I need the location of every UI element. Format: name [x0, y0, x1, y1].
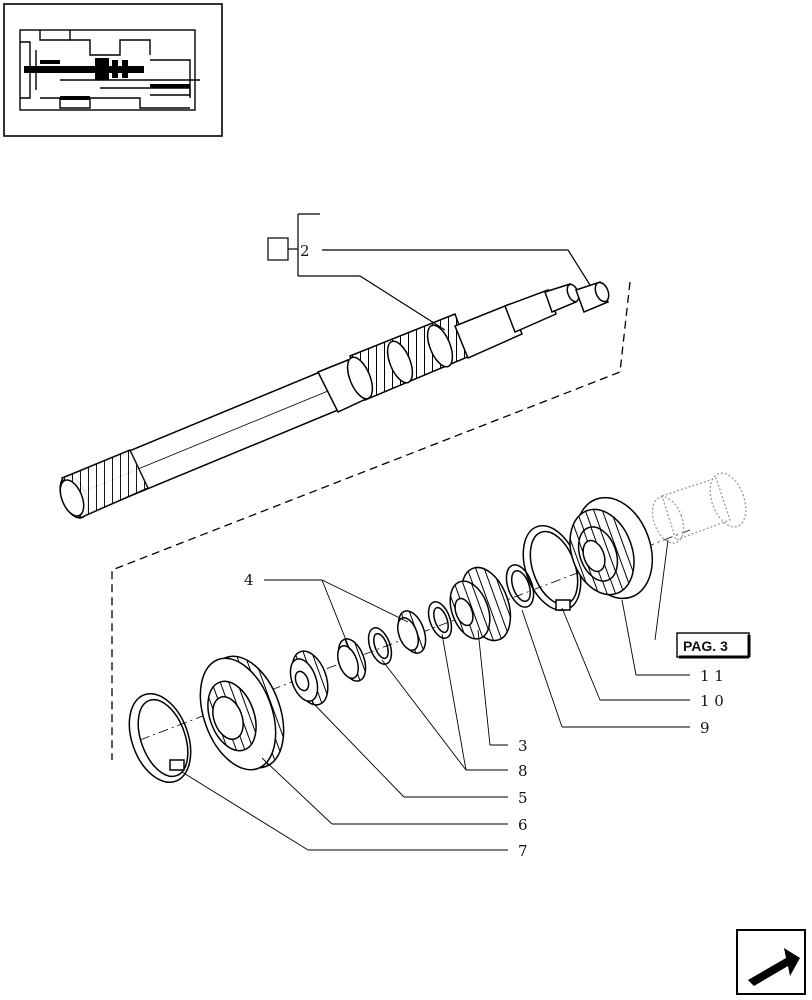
needle-bearing-4a [336, 638, 367, 682]
callout-10: 1 0 [700, 692, 724, 710]
gear-6 [199, 655, 285, 771]
group-bracket [267, 213, 591, 331]
needle-bearing-4b [396, 610, 427, 654]
washer-8b [427, 601, 453, 639]
callout-2: 2 [300, 242, 310, 260]
page-reference-text: PAG. 3 [683, 638, 728, 654]
gear-5 [289, 650, 329, 706]
callout-4: 4 [244, 571, 254, 589]
next-page-button[interactable] [736, 929, 806, 995]
callout-9: 9 [700, 719, 710, 737]
dashed-assembly-frame [111, 281, 631, 760]
washer-9 [505, 564, 535, 608]
reference-part-ghost [651, 472, 747, 544]
callout-7: 7 [518, 842, 528, 860]
leader-lines [181, 539, 690, 851]
gear-3 [449, 566, 512, 642]
snap-ring-7 [128, 692, 192, 784]
main-shaft [59, 283, 580, 519]
callout-5: 5 [518, 789, 528, 807]
page-reference-link[interactable]: PAG. 3 [676, 632, 751, 659]
synchronizer-11 [569, 496, 653, 600]
callout-11: 1 1 [700, 667, 724, 685]
next-page-arrow-icon [747, 948, 800, 986]
washer-8a [367, 627, 393, 665]
callout-3: 3 [518, 737, 528, 755]
callout-6: 6 [518, 816, 528, 834]
bushing-part [575, 281, 610, 313]
callout-8: 8 [518, 762, 528, 780]
transmission-thumbnail[interactable] [3, 3, 223, 137]
